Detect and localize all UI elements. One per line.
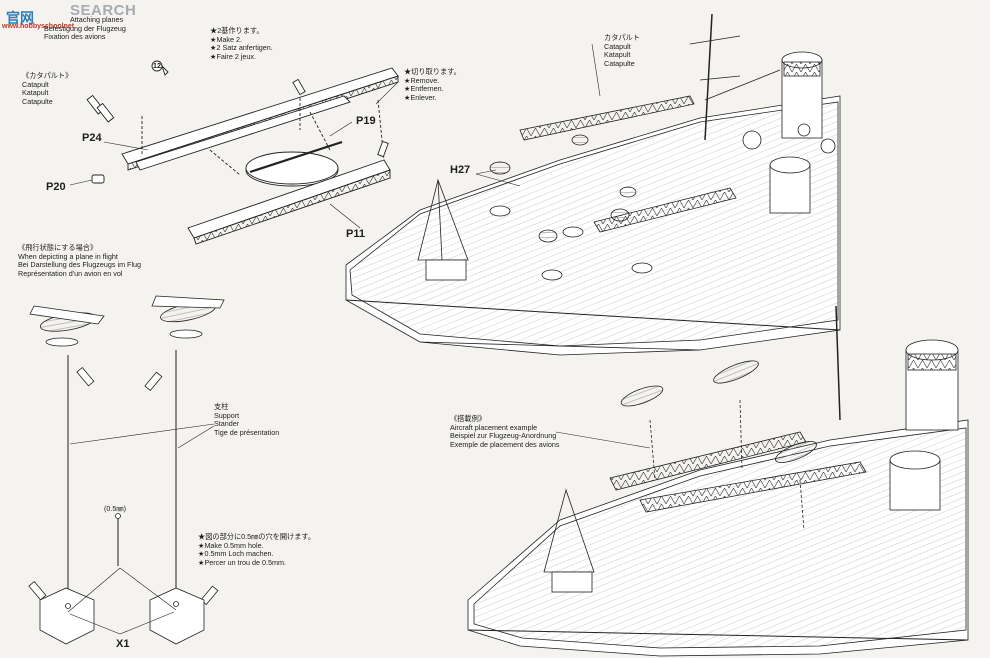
catapult-left-label: 《カタパルト》 Catapult Katapult Catapulte — [22, 71, 73, 106]
make-two-note: ★2基作ります。 ★Make 2. ★2 Satz anfertigen. ★F… — [210, 26, 273, 61]
hole-size-label: (0.5㎜) — [104, 504, 126, 513]
part-label-p20: P20 — [46, 181, 66, 193]
aircraft-icon — [29, 305, 105, 347]
support-label: 支柱 Support Stander Tige de présentation — [214, 402, 280, 437]
aircraft-icon — [151, 295, 225, 339]
remove-note: ★切り取ります。 ★Remove. ★Entfernen. ★Enlever. — [404, 67, 461, 102]
watermark-url: www.hobbyschoolnet — [2, 23, 75, 30]
placement-example-label: 《搭載例》 Aircraft placement example Beispie… — [450, 414, 560, 449]
ship-aft-drawing-bottom — [467, 305, 969, 657]
part-label-p11: P11 — [346, 228, 365, 240]
part-label-p24: P24 — [82, 132, 102, 144]
part-label-x1: X1 — [116, 638, 130, 650]
aircraft-icon — [620, 360, 817, 463]
section-heading: Attaching planes Befestigung der Flugzeu… — [44, 15, 126, 42]
ship-aft-drawing-top — [345, 13, 841, 356]
watermark-cn: 官网 — [6, 10, 34, 26]
catapult-right-label: カタパルト Catapult Katapult Catapulte — [604, 33, 640, 68]
watermark-logo: SEARCH — [70, 2, 137, 19]
part-label-h27: H27 — [450, 164, 471, 176]
glue-tube-icon — [86, 78, 389, 158]
catapult-assembly-drawing — [69, 60, 399, 245]
flight-display-drawing — [28, 295, 225, 645]
flight-display-note: 《飛行状態にする場合》 When depicting a plane in fl… — [18, 243, 142, 278]
hole-note: ★図の部分に0.5㎜の穴を開けます。 ★Make 0.5mm hole. ★0.… — [198, 532, 316, 567]
part-label-p19: P19 — [356, 115, 376, 127]
step-number: 12 — [153, 61, 161, 70]
